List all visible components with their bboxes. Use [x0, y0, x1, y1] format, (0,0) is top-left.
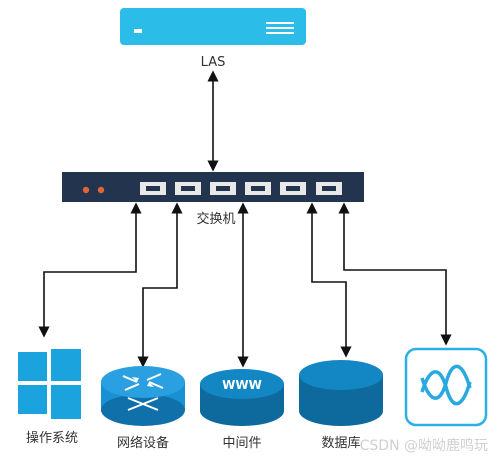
switch-icon [62, 172, 364, 202]
router-icon [101, 366, 185, 426]
server-label: LAS [201, 55, 226, 70]
link-switch-app [338, 202, 452, 346]
network-label: 网络设备 [117, 435, 169, 451]
middleware-label: 中间件 [222, 436, 261, 451]
connections [38, 202, 452, 368]
signal-app-icon [404, 347, 488, 427]
www-text: WWW [222, 378, 262, 392]
server-icon [120, 8, 306, 45]
switch-port-slot [251, 186, 265, 191]
web-server-icon: WWW [200, 369, 284, 426]
switch-port-slot [146, 186, 160, 191]
link-switch-database [306, 202, 352, 358]
watermark: CSDN @呦呦鹿鸣玩 [360, 437, 488, 454]
database-icon [299, 360, 383, 426]
os-label: 操作系统 [26, 430, 78, 446]
windows-icon [18, 349, 81, 419]
switch-port-slot [286, 186, 300, 191]
switch-port-slot [216, 186, 230, 191]
link-switch-os [38, 202, 142, 338]
switch-port-slot [181, 186, 195, 191]
link-switch-network [137, 202, 183, 368]
switch-port-slot [322, 186, 336, 191]
switch-label: 交换机 [196, 211, 235, 227]
database-label: 数据库 [321, 435, 360, 451]
